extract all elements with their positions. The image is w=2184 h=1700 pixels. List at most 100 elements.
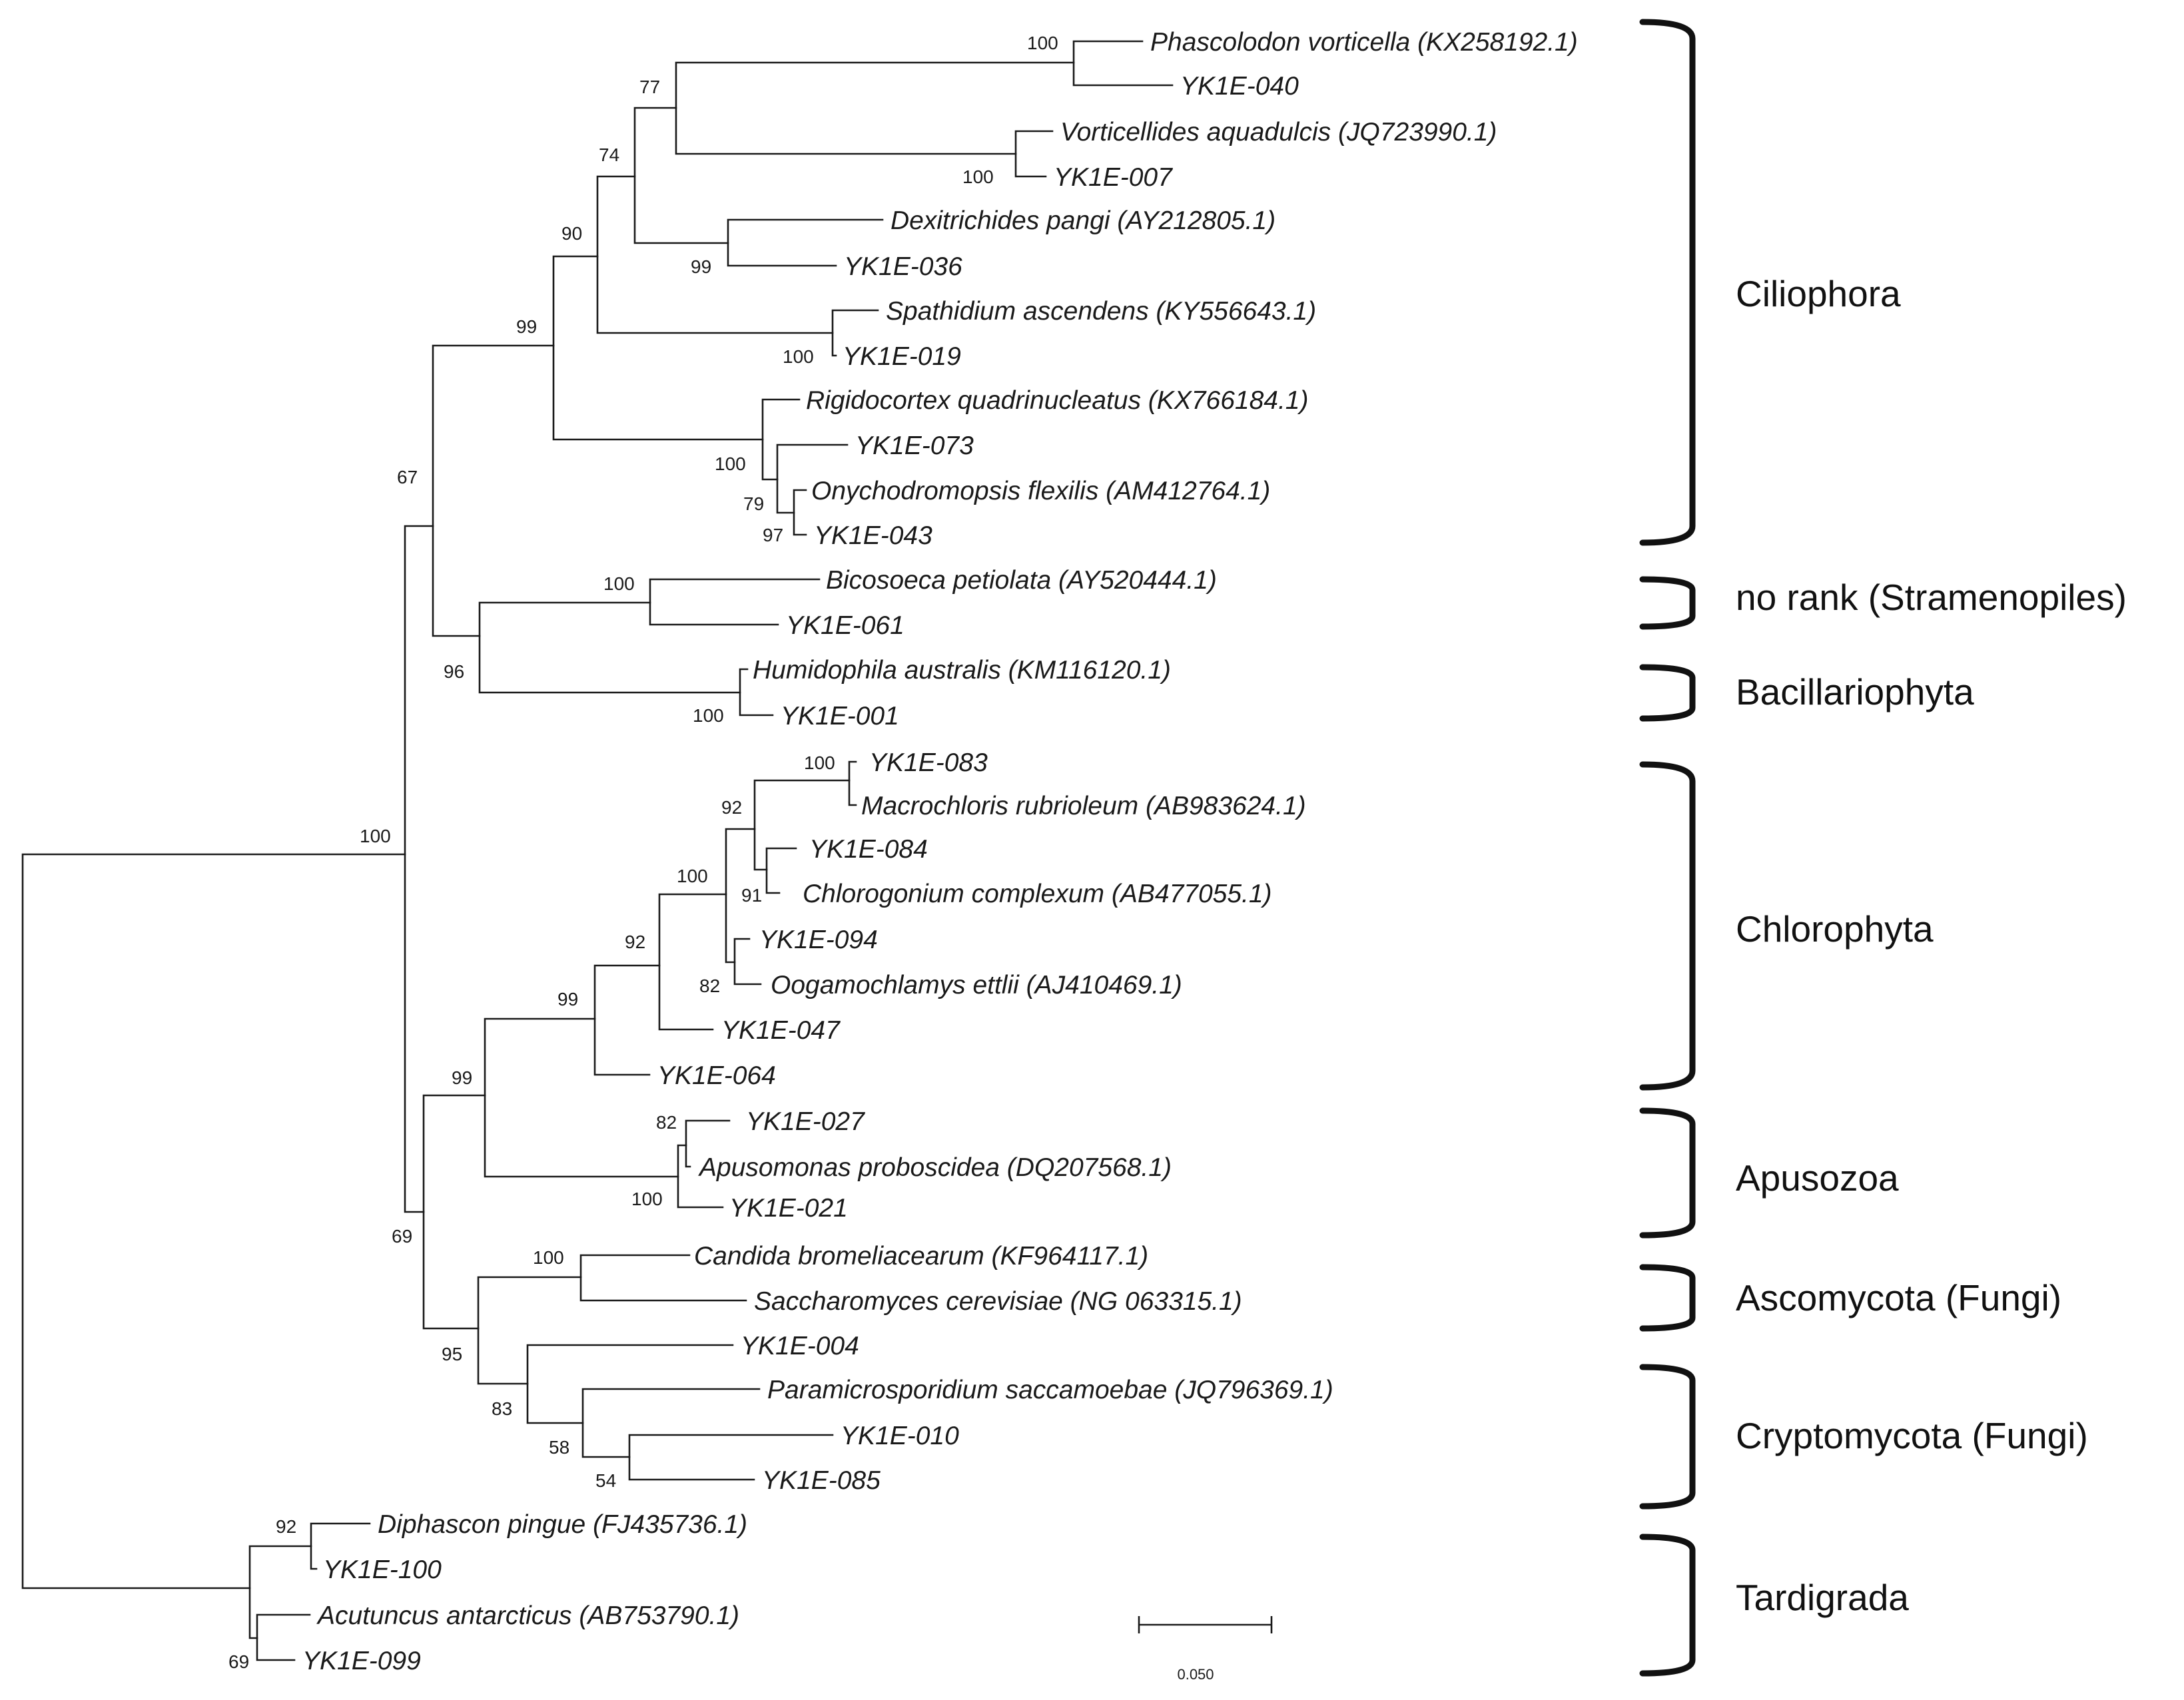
taxon-label: YK1E-040	[1180, 72, 1299, 101]
group-label-tardigrada: Tardigrada	[1736, 1577, 1909, 1618]
bootstrap-value: 82	[656, 1112, 677, 1133]
branch-macrochloris	[848, 760, 857, 806]
group-label-chlorophyta: Chlorophyta	[1736, 908, 1934, 950]
bracket-apusozoa	[1639, 1107, 1696, 1239]
group-label-bacillariophyta: Bacillariophyta	[1736, 671, 1974, 712]
bootstrap-value: 100	[533, 1247, 564, 1268]
bootstrap-value: 99	[691, 256, 711, 277]
branch-92-chloro	[753, 779, 851, 871]
taxon-label: Chlorogonium complexum (AB477055.1)	[803, 880, 1272, 908]
branch-ingroup	[404, 525, 434, 1213]
taxon-label: YK1E-007	[1054, 163, 1173, 192]
bootstrap-value: 77	[639, 77, 660, 97]
branch-95	[477, 1276, 582, 1385]
bootstrap-value: 90	[561, 223, 582, 244]
taxon-label: YK1E-047	[721, 1016, 841, 1045]
bootstrap-value: 82	[699, 976, 720, 996]
bootstrap-value: 54	[595, 1470, 616, 1491]
bootstrap-value: 92	[721, 797, 742, 818]
tree-branches	[21, 40, 1174, 1661]
bootstrap-value: 100	[631, 1189, 663, 1209]
branch-chlorogonium	[765, 847, 797, 894]
taxon-label: Rigidocortex quadrinucleatus (KX766184.1…	[806, 386, 1308, 415]
taxon-label: YK1E-061	[786, 611, 905, 640]
branch-99-chloro-apuso	[484, 1017, 679, 1178]
branch-dexitrichides	[727, 218, 884, 267]
taxon-label: YK1E-094	[759, 926, 878, 954]
group-label-cryptomycota: Cryptomycota (Fungi)	[1736, 1415, 2088, 1456]
taxon-label: YK1E-010	[841, 1422, 959, 1450]
bracket-bacillariophyta	[1639, 664, 1696, 722]
taxon-labels: Phascolodon vorticella (KX258192.1) YK1E…	[302, 28, 1578, 1675]
branch-onychodromopsis	[793, 489, 807, 536]
branch-58	[581, 1388, 761, 1458]
taxon-label: Phascolodon vorticella (KX258192.1)	[1150, 28, 1578, 57]
taxon-label: Onychodromopsis flexilis (AM412764.1)	[811, 477, 1270, 505]
taxon-label: Spathidium ascendens (KY556643.1)	[886, 297, 1316, 326]
branch-phascolodon	[1072, 40, 1174, 87]
bootstrap-value: 99	[516, 316, 537, 337]
branch-vorticellides	[1014, 130, 1054, 178]
taxon-label: YK1E-100	[323, 1556, 442, 1584]
bootstrap-value: 100	[603, 573, 635, 594]
bracket-cryptomycota	[1639, 1364, 1696, 1510]
bootstrap-value: 91	[741, 885, 762, 906]
group-label-ascomycota: Ascomycota (Fungi)	[1736, 1277, 2061, 1318]
bracket-tardigrada	[1639, 1534, 1696, 1677]
taxon-label: Candida bromeliacearum (KF964117.1)	[694, 1242, 1148, 1271]
branch-92	[658, 893, 727, 1031]
bootstrap-value: 79	[743, 493, 764, 514]
bootstrap-value: 100	[962, 166, 994, 187]
taxon-label: YK1E-004	[741, 1332, 859, 1360]
bootstrap-values: 100 67 99 90 74 77 100 100 99 100 100 79…	[228, 33, 1058, 1672]
taxon-label: YK1E-064	[657, 1061, 776, 1090]
bootstrap-value: 100	[783, 346, 814, 367]
bootstrap-value: 96	[444, 661, 464, 682]
branch-83	[526, 1344, 734, 1424]
scale-bar-label: 0.050	[1177, 1666, 1214, 1683]
branch-diphascon	[310, 1522, 371, 1570]
taxon-label: Diphascon pingue (FJ435736.1)	[378, 1510, 747, 1539]
taxon-label: YK1E-099	[302, 1647, 421, 1675]
group-label-ciliophora: Ciliophora	[1736, 273, 1901, 314]
bracket-chlorophyta	[1639, 761, 1696, 1091]
taxon-label: Saccharomyces cerevisiae (NG 063315.1)	[754, 1287, 1242, 1316]
bootstrap-value: 58	[549, 1437, 569, 1458]
bootstrap-value: 99	[452, 1067, 472, 1088]
taxon-label: YK1E-001	[781, 702, 899, 730]
branch-82-apuso	[685, 1119, 731, 1168]
branch-74	[633, 107, 729, 244]
bootstrap-value: 100	[804, 752, 835, 773]
branch-99-chloro	[593, 964, 661, 1076]
taxon-label: YK1E-083	[869, 748, 988, 777]
bootstrap-value: 100	[693, 705, 724, 726]
bracket-ascomycota	[1639, 1264, 1696, 1332]
taxon-label: YK1E-027	[746, 1107, 865, 1136]
taxon-label: Humidophila australis (KM116120.1)	[753, 656, 1171, 685]
branch-69	[422, 1094, 486, 1330]
bootstrap-value: 92	[625, 932, 645, 952]
bootstrap-value: 99	[557, 989, 578, 1009]
taxon-label: Oogamochlamys ettlii (AJ410469.1)	[771, 971, 1182, 999]
branch-root	[21, 853, 406, 1589]
taxon-label: Acutuncus antarcticus (AB753790.1)	[316, 1601, 739, 1630]
taxon-label: YK1E-073	[855, 431, 974, 460]
branch-humidophila	[739, 668, 774, 716]
taxon-label: Apusomonas proboscidea (DQ207568.1)	[698, 1153, 1172, 1182]
taxon-label: YK1E-036	[844, 252, 962, 281]
bootstrap-value: 83	[492, 1398, 512, 1419]
taxon-label: YK1E-019	[843, 342, 961, 371]
branch-ascomycota	[579, 1254, 747, 1302]
branch-54	[628, 1434, 834, 1481]
group-labels: Ciliophora no rank (Stramenopiles) Bacil…	[1736, 273, 2127, 1618]
branch-90	[596, 175, 834, 334]
taxon-label: Vorticellides aquadulcis (JQ723990.1)	[1060, 118, 1497, 146]
scale-bar-line	[1138, 1616, 1273, 1633]
branch-tardigrada	[248, 1545, 312, 1639]
bootstrap-value: 67	[397, 467, 418, 487]
bootstrap-value: 100	[677, 866, 708, 886]
bootstrap-value: 74	[599, 144, 619, 165]
branch-sar	[432, 344, 555, 637]
branch-rigidocortex	[761, 398, 801, 481]
